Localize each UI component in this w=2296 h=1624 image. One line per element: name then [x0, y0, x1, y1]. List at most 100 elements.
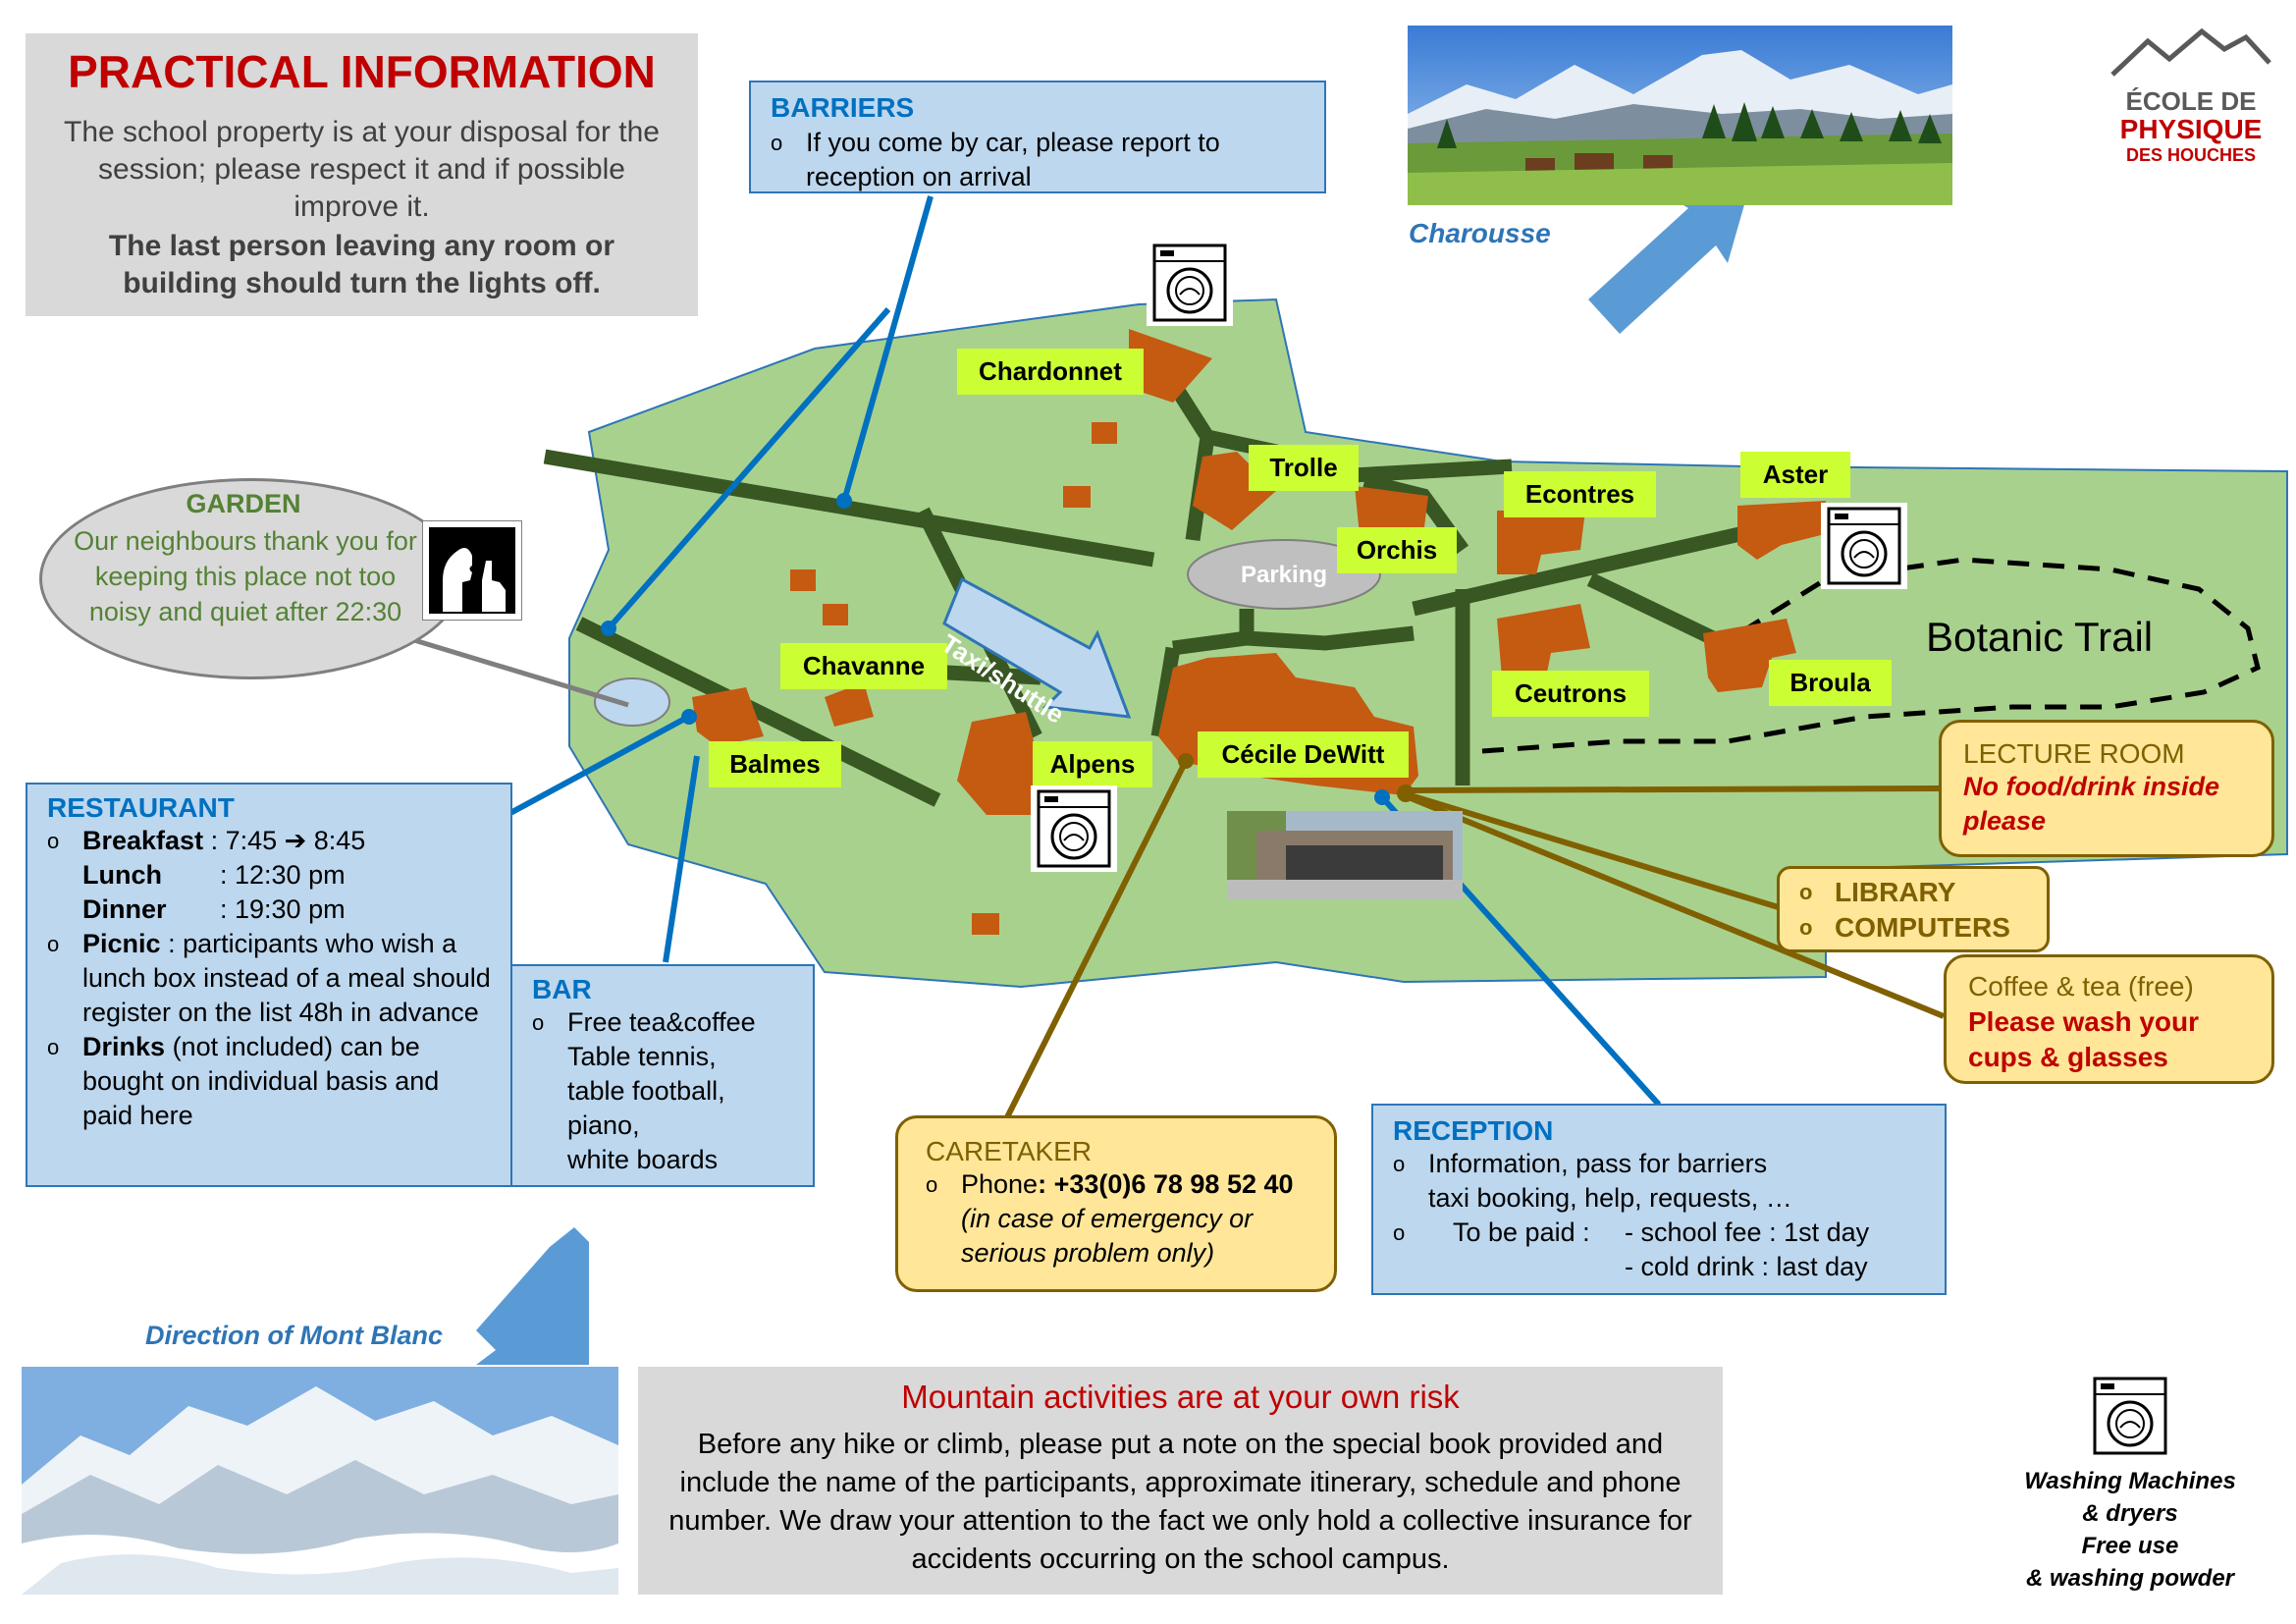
building-small-4 [823, 604, 848, 625]
botanic-trail [1481, 557, 2261, 754]
road-main-west [543, 449, 1155, 568]
silence-icon [422, 520, 522, 621]
restaurant-picnic: Picnic : participants who wish a lunch b… [47, 927, 491, 1030]
reception-pay: To be paid : - school fee : 1st day - co… [1393, 1216, 1925, 1284]
pointer-lecture [1403, 785, 1940, 793]
caretaker-title: CARETAKER [926, 1136, 1093, 1166]
garden-title: GARDEN [186, 489, 301, 518]
building-small-2 [1063, 486, 1091, 508]
reception-info: Information, pass for barriers taxi book… [1393, 1147, 1925, 1216]
label-trolle: Trolle [1249, 445, 1359, 491]
pointer-garden [413, 637, 629, 708]
lecture-building-photo [1227, 811, 1463, 899]
bar-line3: table football, [567, 1076, 725, 1106]
label-broula: Broula [1769, 660, 1892, 706]
building-orchis [1355, 486, 1428, 535]
drinks-text: (not included) can be bought on individu… [82, 1032, 440, 1130]
road-to-cecile [1150, 646, 1181, 738]
drinks-label: Drinks [82, 1032, 166, 1061]
barriers-item: If you come by car, please report to rec… [771, 126, 1305, 194]
coffee-text: Please wash your cups & glasses [1968, 1006, 2200, 1072]
reception-drink: - cold drink : last day [1625, 1252, 1868, 1281]
bar-title: BAR [532, 974, 592, 1004]
barriers-panel: BARRIERS If you come by car, please repo… [749, 81, 1326, 193]
pointer-coffee [1402, 792, 1946, 1019]
logo-line3: DES HOUCHES [2125, 145, 2257, 165]
practical-info-panel: PRACTICAL INFORMATION The school propert… [26, 33, 698, 316]
washing-legend-line4: & washing powder [2025, 1565, 2234, 1592]
library-panel: LIBRARY COMPUTERS [1777, 866, 2050, 952]
pointer-barriers-2 [606, 307, 891, 630]
building-chavanne [825, 682, 874, 727]
practical-info-text: The school property is at your disposal … [64, 116, 660, 223]
washing-legend-line2: & dryers [2082, 1500, 2178, 1527]
restaurant-title: RESTAURANT [47, 792, 235, 823]
barriers-title: BARRIERS [771, 92, 915, 123]
reception-title: RECEPTION [1393, 1115, 1554, 1146]
washing-legend-line1: Washing Machines [2024, 1468, 2236, 1494]
reception-panel: RECEPTION Information, pass for barriers… [1371, 1104, 1947, 1295]
taxi-arrow [942, 576, 1132, 719]
charousse-arrow [1588, 194, 1747, 334]
coffee-title: Coffee & tea (free) [1968, 971, 2194, 1001]
pointer-library [1403, 790, 1783, 911]
label-ceutrons: Ceutrons [1492, 671, 1649, 717]
building-alpens [957, 712, 1041, 815]
logo-mountain-icon [2110, 27, 2271, 77]
library-item: LIBRARY [1799, 875, 2027, 910]
label-chavanne: Chavanne [780, 643, 947, 689]
building-small-3 [790, 569, 816, 591]
label-aster: Aster [1740, 452, 1850, 498]
lunch-label: Lunch [82, 860, 162, 890]
garden-spot [594, 677, 670, 727]
pointer-caretaker [1003, 759, 1189, 1121]
picnic-label: Picnic [82, 929, 161, 958]
reception-line1: Information, pass for barriers [1428, 1149, 1768, 1178]
caretaker-phone-number: : +33(0)6 78 98 52 40 [1038, 1169, 1294, 1199]
dinner-time: : 19:30 pm [220, 894, 346, 924]
label-balmes: Balmes [709, 741, 841, 787]
building-broula [1703, 619, 1796, 692]
school-logo: ÉCOLE DE PHYSIQUE DES HOUCHES [2109, 24, 2273, 190]
road-south-west [575, 617, 941, 807]
reception-fee: - school fee : 1st day [1625, 1218, 1870, 1247]
breakfast-time: : 7:45 ➔ 8:45 [210, 826, 366, 855]
label-cecile: Cécile DeWitt [1198, 731, 1409, 778]
caretaker-note: (in case of emergency or serious problem… [961, 1204, 1254, 1268]
label-econtres: Econtres [1504, 471, 1656, 517]
washing-machine-icon [1031, 785, 1117, 872]
lecture-title: LECTURE ROOM [1963, 738, 2185, 769]
montblanc-photo [22, 1367, 618, 1595]
dinner-label: Dinner [82, 894, 167, 924]
label-botanic-trail: Botanic Trail [1926, 614, 2154, 660]
coffee-panel: Coffee & tea (free) Please wash your cup… [1944, 954, 2274, 1084]
restaurant-meals: Breakfast : 7:45 ➔ 8:45 Lunch: 12:30 pm … [47, 824, 491, 927]
lecture-text: No food/drink inside please [1963, 772, 2219, 836]
pointer-bar [663, 755, 700, 963]
bar-line4: piano, [567, 1110, 640, 1140]
label-orchis: Orchis [1337, 527, 1457, 573]
restaurant-drinks: Drinks (not included) can be bought on i… [47, 1030, 491, 1133]
garden-text: Our neighbours thank you for keeping thi… [74, 526, 417, 626]
practical-info-lights: The last person leaving any room or buil… [108, 230, 615, 299]
computers-item: COMPUTERS [1799, 910, 2027, 946]
label-chardonnet: Chardonnet [957, 349, 1144, 395]
picnic-text: : participants who wish a lunch box inst… [82, 929, 491, 1027]
reception-pay-label: To be paid : [1453, 1218, 1590, 1247]
building-econtres [1497, 511, 1585, 574]
bar-line5: white boards [567, 1145, 719, 1174]
logo-line2: PHYSIQUE [2119, 114, 2263, 144]
mountain-risk-text: Before any hike or climb, please put a n… [668, 1429, 1692, 1575]
building-small-5 [972, 913, 999, 935]
pointer-restaurant [508, 712, 694, 816]
parking-area [1187, 539, 1381, 610]
garden-panel [39, 478, 463, 679]
bar-panel: BAR Free tea&coffee Table tennis, table … [510, 964, 815, 1187]
label-parking: Parking [1240, 562, 1328, 588]
montblanc-arrow [476, 1227, 589, 1365]
building-ceutrons [1497, 604, 1590, 677]
building-aster [1737, 501, 1826, 560]
lunch-time: : 12:30 pm [220, 860, 346, 890]
caretaker-panel: CARETAKER Phone: +33(0)6 78 98 52 40 (in… [895, 1115, 1337, 1292]
road-chavanne [916, 507, 1042, 740]
